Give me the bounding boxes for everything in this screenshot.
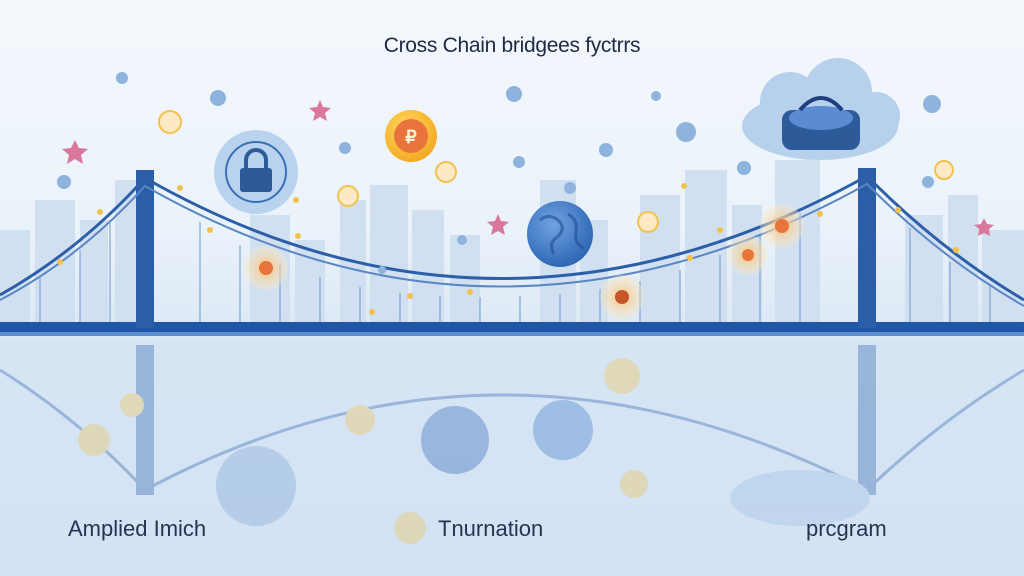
bridge-hangers [39, 213, 991, 322]
main-cable-secondary [0, 182, 1024, 307]
network-node-icon [934, 160, 954, 180]
network-node-icon [637, 211, 659, 233]
bridge-rail [0, 332, 1024, 336]
cloud-vehicle-icon [742, 58, 900, 160]
caption-right: prcgram [806, 516, 887, 541]
network-node-icon [158, 110, 182, 134]
page-title: Cross Chain bridgees fyctrrs [383, 34, 641, 57]
pay-coin-icon: ₽ [385, 110, 437, 162]
bridge-tower-left [136, 170, 154, 328]
bridge-tower-right [858, 168, 876, 328]
network-nodes [158, 110, 954, 319]
snowflake-icon [57, 72, 941, 274]
star-icon [62, 100, 994, 236]
globe-icon [527, 201, 593, 267]
network-node-icon [435, 161, 457, 183]
bridge-reflection [0, 345, 1024, 544]
network-node-icon [337, 185, 359, 207]
lock-icon [214, 130, 298, 214]
caption-middle: Tnurnation [438, 516, 544, 541]
main-cable [0, 174, 1024, 302]
suspension-bridge [0, 168, 1024, 336]
bridge-deck [0, 322, 1024, 332]
gold-sparkles [57, 183, 959, 315]
water-surface [0, 340, 1024, 576]
caption-left: Amplied Imich [68, 516, 207, 541]
svg-text:₽: ₽ [405, 127, 417, 147]
